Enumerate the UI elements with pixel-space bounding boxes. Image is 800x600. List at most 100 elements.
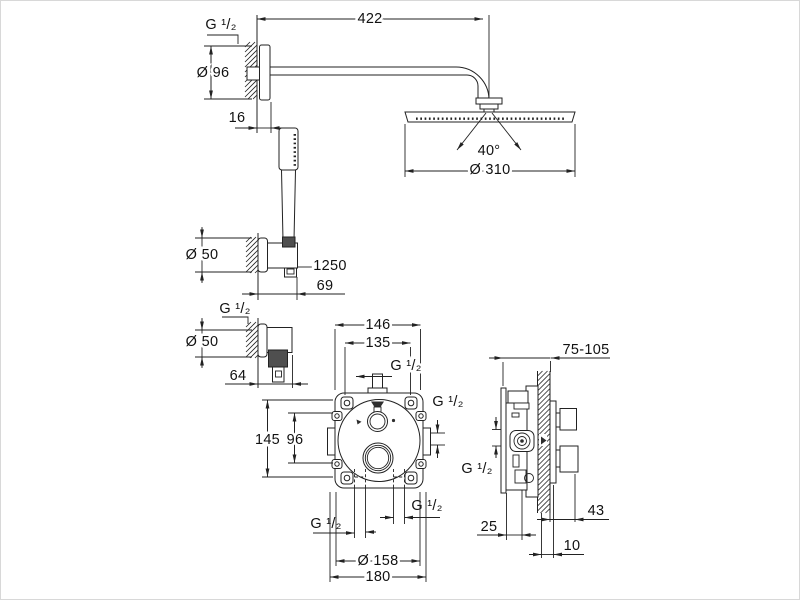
- ball-joint: [479, 103, 499, 110]
- volume-knob-side: [559, 445, 579, 473]
- holder-flange: [257, 237, 268, 273]
- bottom-ports-hidden: [354, 469, 405, 538]
- dimension-arrowhead: [494, 421, 498, 430]
- arm-nut: [475, 97, 503, 105]
- dimension-arrowhead: [435, 445, 440, 454]
- dim-hose-length: 1250: [297, 255, 349, 276]
- thread-top-label: G ¹/₂: [390, 358, 421, 374]
- dimension-arrowhead: [200, 357, 204, 366]
- elbow-depth-value: 64: [230, 368, 247, 384]
- valve-side-view: 75-105 G ¹/₂ 25 43: [459, 339, 612, 558]
- dimension-arrowhead: [346, 531, 355, 535]
- dimension-arrowhead: [514, 142, 521, 150]
- width-outer-value: 146: [365, 317, 390, 333]
- depth-marker-triangle: [541, 436, 547, 445]
- dimension-arrowhead: [522, 533, 531, 537]
- dimension-arrowhead: [356, 374, 365, 379]
- dim-thread-side: G ¹/₂: [430, 391, 466, 458]
- arm-thread-label: G ¹/₂: [205, 17, 236, 33]
- handle-projection-value: 43: [588, 503, 605, 519]
- side-wall-hatch: [537, 370, 551, 514]
- elbow-knurl-nut: [268, 349, 288, 368]
- dimension-arrowhead: [498, 533, 507, 537]
- dimension-arrowhead: [404, 515, 413, 520]
- dim-arm-length: 422: [257, 8, 490, 97]
- dimension-arrowhead: [541, 517, 550, 522]
- scale-mark-right: [391, 418, 396, 423]
- dimension-arrowhead: [292, 413, 297, 422]
- elbow-wall-hatch: [245, 321, 259, 359]
- shower-head-disc: [404, 111, 576, 123]
- dimension-arrowhead: [292, 382, 301, 386]
- thermostat-cap: [371, 401, 384, 407]
- elbow-body: [266, 327, 293, 353]
- dimension-arrowhead: [551, 356, 560, 360]
- valve-body-circle: [337, 399, 421, 482]
- shower-arm-detail: 422 G ¹/₂ Ø 96 16: [194, 8, 490, 133]
- height-outer-value: 145: [255, 432, 280, 448]
- dimension-arrowhead: [411, 559, 420, 563]
- dimension-arrowhead: [345, 341, 354, 345]
- dim-side-thread: G ¹/₂: [459, 417, 501, 479]
- dimension-arrowhead: [257, 17, 266, 21]
- dimension-arrowhead: [297, 292, 306, 296]
- width-inner-value: 135: [365, 335, 390, 351]
- side-thread-label: G ¹/₂: [461, 461, 492, 477]
- dimension-arrowhead: [365, 530, 374, 534]
- dimension-arrowhead: [575, 517, 584, 522]
- dimension-arrowhead: [402, 341, 411, 345]
- arm-flange-depth-value: 16: [229, 110, 246, 126]
- dim-arm-thread: G ¹/₂: [203, 14, 239, 44]
- dim-thread-bottom-left: G ¹/₂: [308, 513, 376, 535]
- dim-height-inner: 96: [284, 412, 333, 464]
- thread-bottom-left-label: G ¹/₂: [310, 516, 341, 532]
- dimension-arrowhead: [200, 321, 204, 330]
- dimension-arrowhead: [533, 552, 542, 557]
- head-shower: 40° Ø 310: [404, 97, 576, 180]
- dimension-arrowhead: [335, 323, 344, 327]
- corner-screws: [331, 396, 427, 485]
- housing-depth-value: 25: [481, 519, 498, 535]
- elbow-thread-label: G ¹/₂: [219, 301, 250, 317]
- dimension-arrowhead: [385, 515, 394, 520]
- left-side-port-tab: [327, 427, 336, 456]
- dim-trim-diameter: Ø 158: [335, 492, 421, 571]
- dim-width-outer: 146: [334, 314, 421, 390]
- thread-side-label: G ¹/₂: [432, 394, 463, 410]
- arm-flange: [259, 44, 271, 101]
- wall-elbow-detail: G ¹/₂ Ø 50 64: [183, 298, 308, 388]
- dim-spray-angle: 40°: [456, 112, 522, 161]
- dimension-arrowhead: [457, 142, 464, 150]
- top-bracket: [507, 390, 529, 404]
- top-knob-base: [555, 412, 561, 428]
- hand-shower-detail: Ø 50 1250 69: [183, 127, 349, 300]
- trim-plate-side: [549, 400, 557, 484]
- bottom-knob-base: [555, 449, 561, 468]
- elbow-hose-stub: [272, 366, 285, 383]
- dimension-arrowhead: [494, 356, 503, 360]
- dim-width-inner: 135: [344, 332, 411, 395]
- thermostat-handle: [356, 401, 396, 432]
- right-side-port-tab: [422, 427, 431, 456]
- dimension-arrowhead: [292, 454, 297, 463]
- dim-height-outer: 145: [252, 399, 333, 478]
- dimension-arrowhead: [474, 17, 483, 21]
- elbow-stub-slot: [275, 370, 282, 378]
- elbow-flange: [257, 323, 268, 358]
- hand-shower-handle: [280, 169, 297, 241]
- dim-arm-flange-depth: 16: [226, 102, 292, 133]
- dimension-arrowhead: [412, 323, 421, 327]
- dimension-arrowhead: [405, 169, 414, 173]
- arm-wall-pipe: [246, 66, 260, 81]
- scale-mark-left: [356, 419, 362, 425]
- dim-wall-clearance: 10: [529, 485, 584, 558]
- dim-head-diameter: Ø 310: [404, 124, 576, 180]
- dimension-arrowhead: [330, 575, 339, 579]
- dimension-arrowhead: [249, 382, 258, 386]
- holder-wall-hatch: [245, 236, 259, 274]
- dimension-arrowhead: [200, 272, 204, 281]
- arm-outer-edge: [270, 66, 490, 101]
- handle-knurl: [282, 236, 296, 248]
- dimension-arrowhead: [209, 90, 213, 99]
